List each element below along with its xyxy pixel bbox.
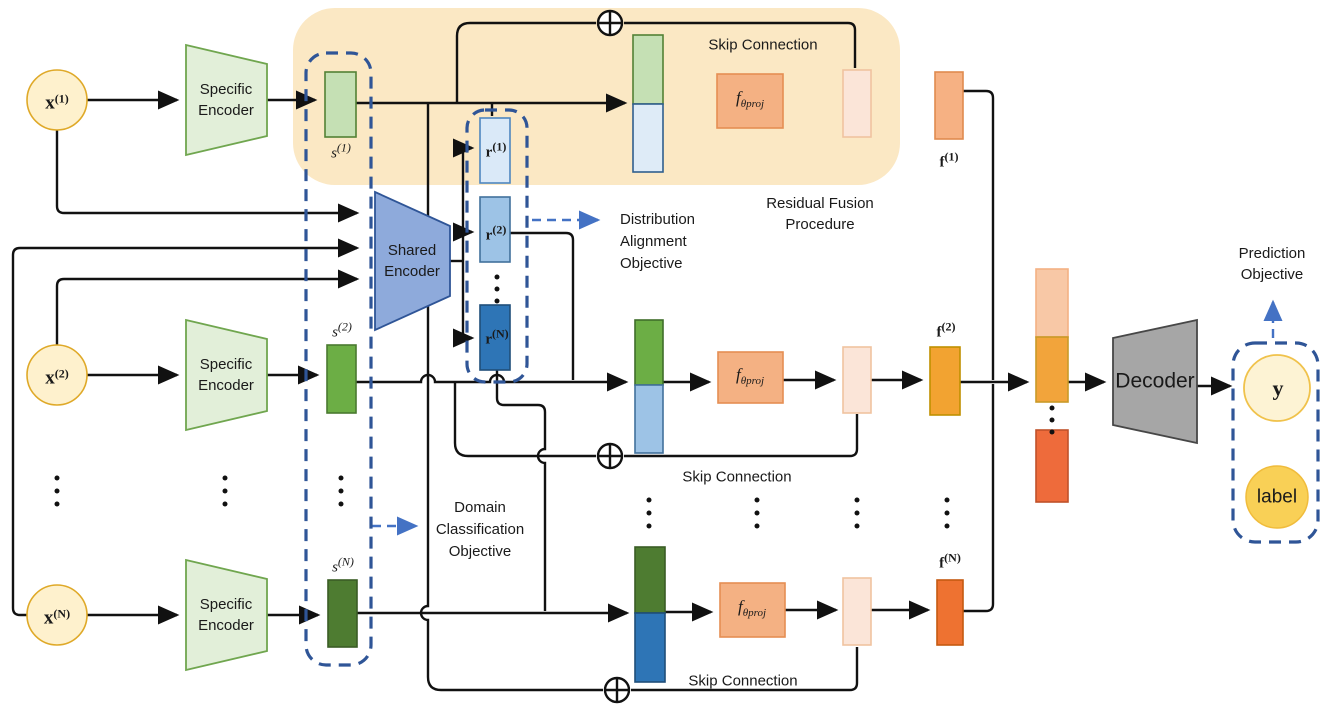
- residual-fusion-region: [293, 8, 900, 185]
- residual-sum-bar-2: [842, 346, 872, 414]
- stacked-fused-seg-1: [1035, 268, 1069, 338]
- f1-fused-bar: [934, 71, 964, 140]
- residual-sum-bar-1: [842, 69, 872, 138]
- decoder-shape: [1112, 318, 1198, 445]
- distribution-alignment-caption: Distribution Alignment Objective: [620, 211, 696, 272]
- vertical-ellipsis: [944, 497, 950, 529]
- s1-vector-bar: [324, 71, 357, 138]
- decoder-label: Decoder: [1115, 369, 1195, 393]
- vertical-ellipsis: [646, 497, 652, 529]
- encoder-shapes: [185, 43, 1198, 672]
- sum-icon: [596, 9, 624, 37]
- shared-encoder-label: Shared Encoder: [384, 242, 440, 280]
- skip-connection-label-1: Skip Connection: [708, 36, 818, 54]
- sum-icon: [603, 676, 631, 704]
- r2-vector-bar: [479, 196, 511, 263]
- concatN-shared-part: [634, 612, 666, 683]
- proj-function-label-2: fθproj: [735, 365, 765, 387]
- s2-vector-label: s(2): [332, 319, 352, 341]
- x1-input-node: [26, 69, 88, 131]
- r2-vector-label: r(2): [485, 222, 507, 244]
- residual-fusion-caption: Residual Fusion Procedure: [766, 195, 874, 233]
- skip-connection-label-2: Skip Connection: [682, 468, 792, 486]
- specific-encoder-1: [185, 43, 268, 157]
- label-node: [1245, 465, 1309, 529]
- vertical-ellipsis: [222, 475, 228, 507]
- domain-classification-caption: Domain Classification Objective: [435, 499, 525, 560]
- residual-sum-bar-N: [842, 577, 872, 646]
- proj-function-box-1: [716, 73, 784, 129]
- vertical-ellipsis: [854, 497, 860, 529]
- s1-vector-label: s(1): [331, 140, 351, 162]
- x1-input-label: x(1): [45, 91, 69, 114]
- vector-bars: [324, 34, 1069, 683]
- y-output-node: [1243, 354, 1311, 422]
- vertical-ellipsis: [54, 475, 60, 507]
- xN-input-label: x(N): [43, 606, 71, 629]
- proj-function-label-N: fθproj: [737, 597, 767, 619]
- fN-fused-bar: [936, 579, 964, 646]
- sum-nodes: [596, 9, 631, 704]
- r1-vector-bar: [479, 117, 511, 184]
- f2-fused-bar: [929, 346, 961, 416]
- concatN-specific-part: [634, 546, 666, 614]
- concat1-shared-part: [632, 103, 664, 173]
- f1-fused-label: f(1): [939, 149, 959, 171]
- xN-input-node: [26, 584, 88, 646]
- specific-encoder-N: [185, 558, 268, 672]
- sum-icon: [596, 442, 624, 470]
- y-output-label: y: [1272, 375, 1284, 401]
- shared-encoder: [374, 190, 451, 332]
- rN-vector-label: r(N): [485, 326, 509, 348]
- stacked-fused-seg-N: [1035, 429, 1069, 503]
- ellipsis-dots: [54, 274, 1055, 529]
- label-text: label: [1256, 486, 1298, 508]
- vertical-ellipsis: [338, 475, 344, 507]
- concat2-shared-part: [634, 384, 664, 454]
- dashed-groups: [304, 51, 1320, 667]
- fN-fused-label: f(N): [939, 550, 961, 572]
- vertical-ellipsis: [754, 497, 760, 529]
- x2-input-label: x(2): [45, 366, 69, 389]
- skip-connection-label-N: Skip Connection: [688, 672, 798, 690]
- specific-encoder-2-label: Specific Encoder: [198, 356, 254, 394]
- proj-function-box-N: [719, 582, 786, 638]
- stacked-fused-seg-2: [1035, 336, 1069, 403]
- proj-function-box-2: [717, 351, 784, 404]
- sN-vector-bar: [327, 579, 358, 648]
- prediction-objective-caption: Prediction Objective: [1238, 245, 1306, 283]
- f2-fused-label: f(2): [936, 319, 956, 341]
- concat2-specific-part: [634, 319, 664, 386]
- input-nodes: [26, 69, 88, 646]
- rN-vector-bar: [479, 304, 511, 371]
- specific-encoder-1-label: Specific Encoder: [198, 81, 254, 119]
- s2-vector-bar: [326, 344, 357, 414]
- specific-encoder-N-label: Specific Encoder: [198, 596, 254, 634]
- objective-arrows: [372, 210, 1283, 536]
- r1-vector-label: r(1): [485, 139, 507, 161]
- specific-vectors-group: [304, 51, 373, 667]
- output-group: [1231, 341, 1320, 544]
- vertical-ellipsis: [1049, 405, 1055, 435]
- concat1-specific-part: [632, 34, 664, 105]
- wires: [11, 21, 1233, 692]
- proj-function-label-1: fθproj: [735, 88, 765, 110]
- x2-input-node: [26, 344, 88, 406]
- vertical-ellipsis: [494, 274, 500, 304]
- specific-encoder-2: [185, 318, 268, 432]
- sN-vector-label: s(N): [332, 554, 354, 576]
- shared-vectors-group: [465, 108, 529, 384]
